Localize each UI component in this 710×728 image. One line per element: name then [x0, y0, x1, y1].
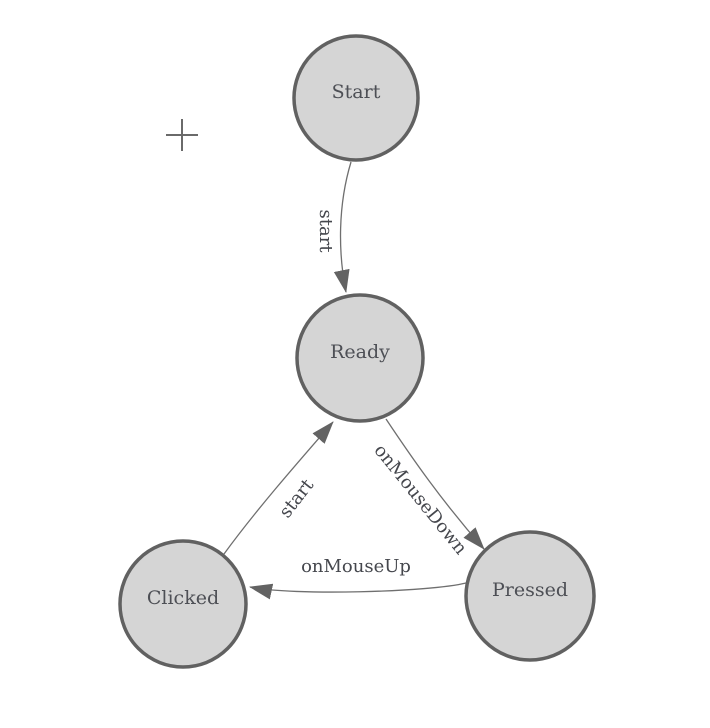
transition-path-pressed-to-clicked[interactable]: [249, 582, 467, 600]
state-circle-pressed[interactable]: [464, 530, 596, 662]
state-node-pressed[interactable]: Pressed: [464, 530, 596, 662]
transition-ready-to-pressed[interactable]: onMouseDown: [369, 418, 485, 559]
transition-path-clicked-to-ready[interactable]: [223, 421, 334, 555]
state-node-start[interactable]: Start: [292, 34, 420, 162]
transition-path-start-to-ready[interactable]: [333, 161, 352, 293]
state-circle-start[interactable]: [292, 34, 420, 162]
transition-start-to-ready[interactable]: start: [315, 161, 352, 293]
state-node-ready[interactable]: Ready: [295, 293, 425, 423]
state-node-clicked[interactable]: Clicked: [118, 539, 248, 669]
transition-label-ready-to-pressed: onMouseDown: [369, 440, 471, 559]
state-circle-clicked[interactable]: [118, 539, 248, 669]
crosshair-icon: [166, 119, 198, 151]
transition-label-start-to-ready: start: [315, 209, 336, 253]
transition-pressed-to-clicked[interactable]: onMouseUp: [249, 556, 467, 600]
transition-path-ready-to-pressed[interactable]: [385, 418, 485, 550]
transition-label-pressed-to-clicked: onMouseUp: [301, 556, 411, 577]
state-circle-ready[interactable]: [295, 293, 425, 423]
transition-clicked-to-ready[interactable]: start: [223, 421, 334, 555]
